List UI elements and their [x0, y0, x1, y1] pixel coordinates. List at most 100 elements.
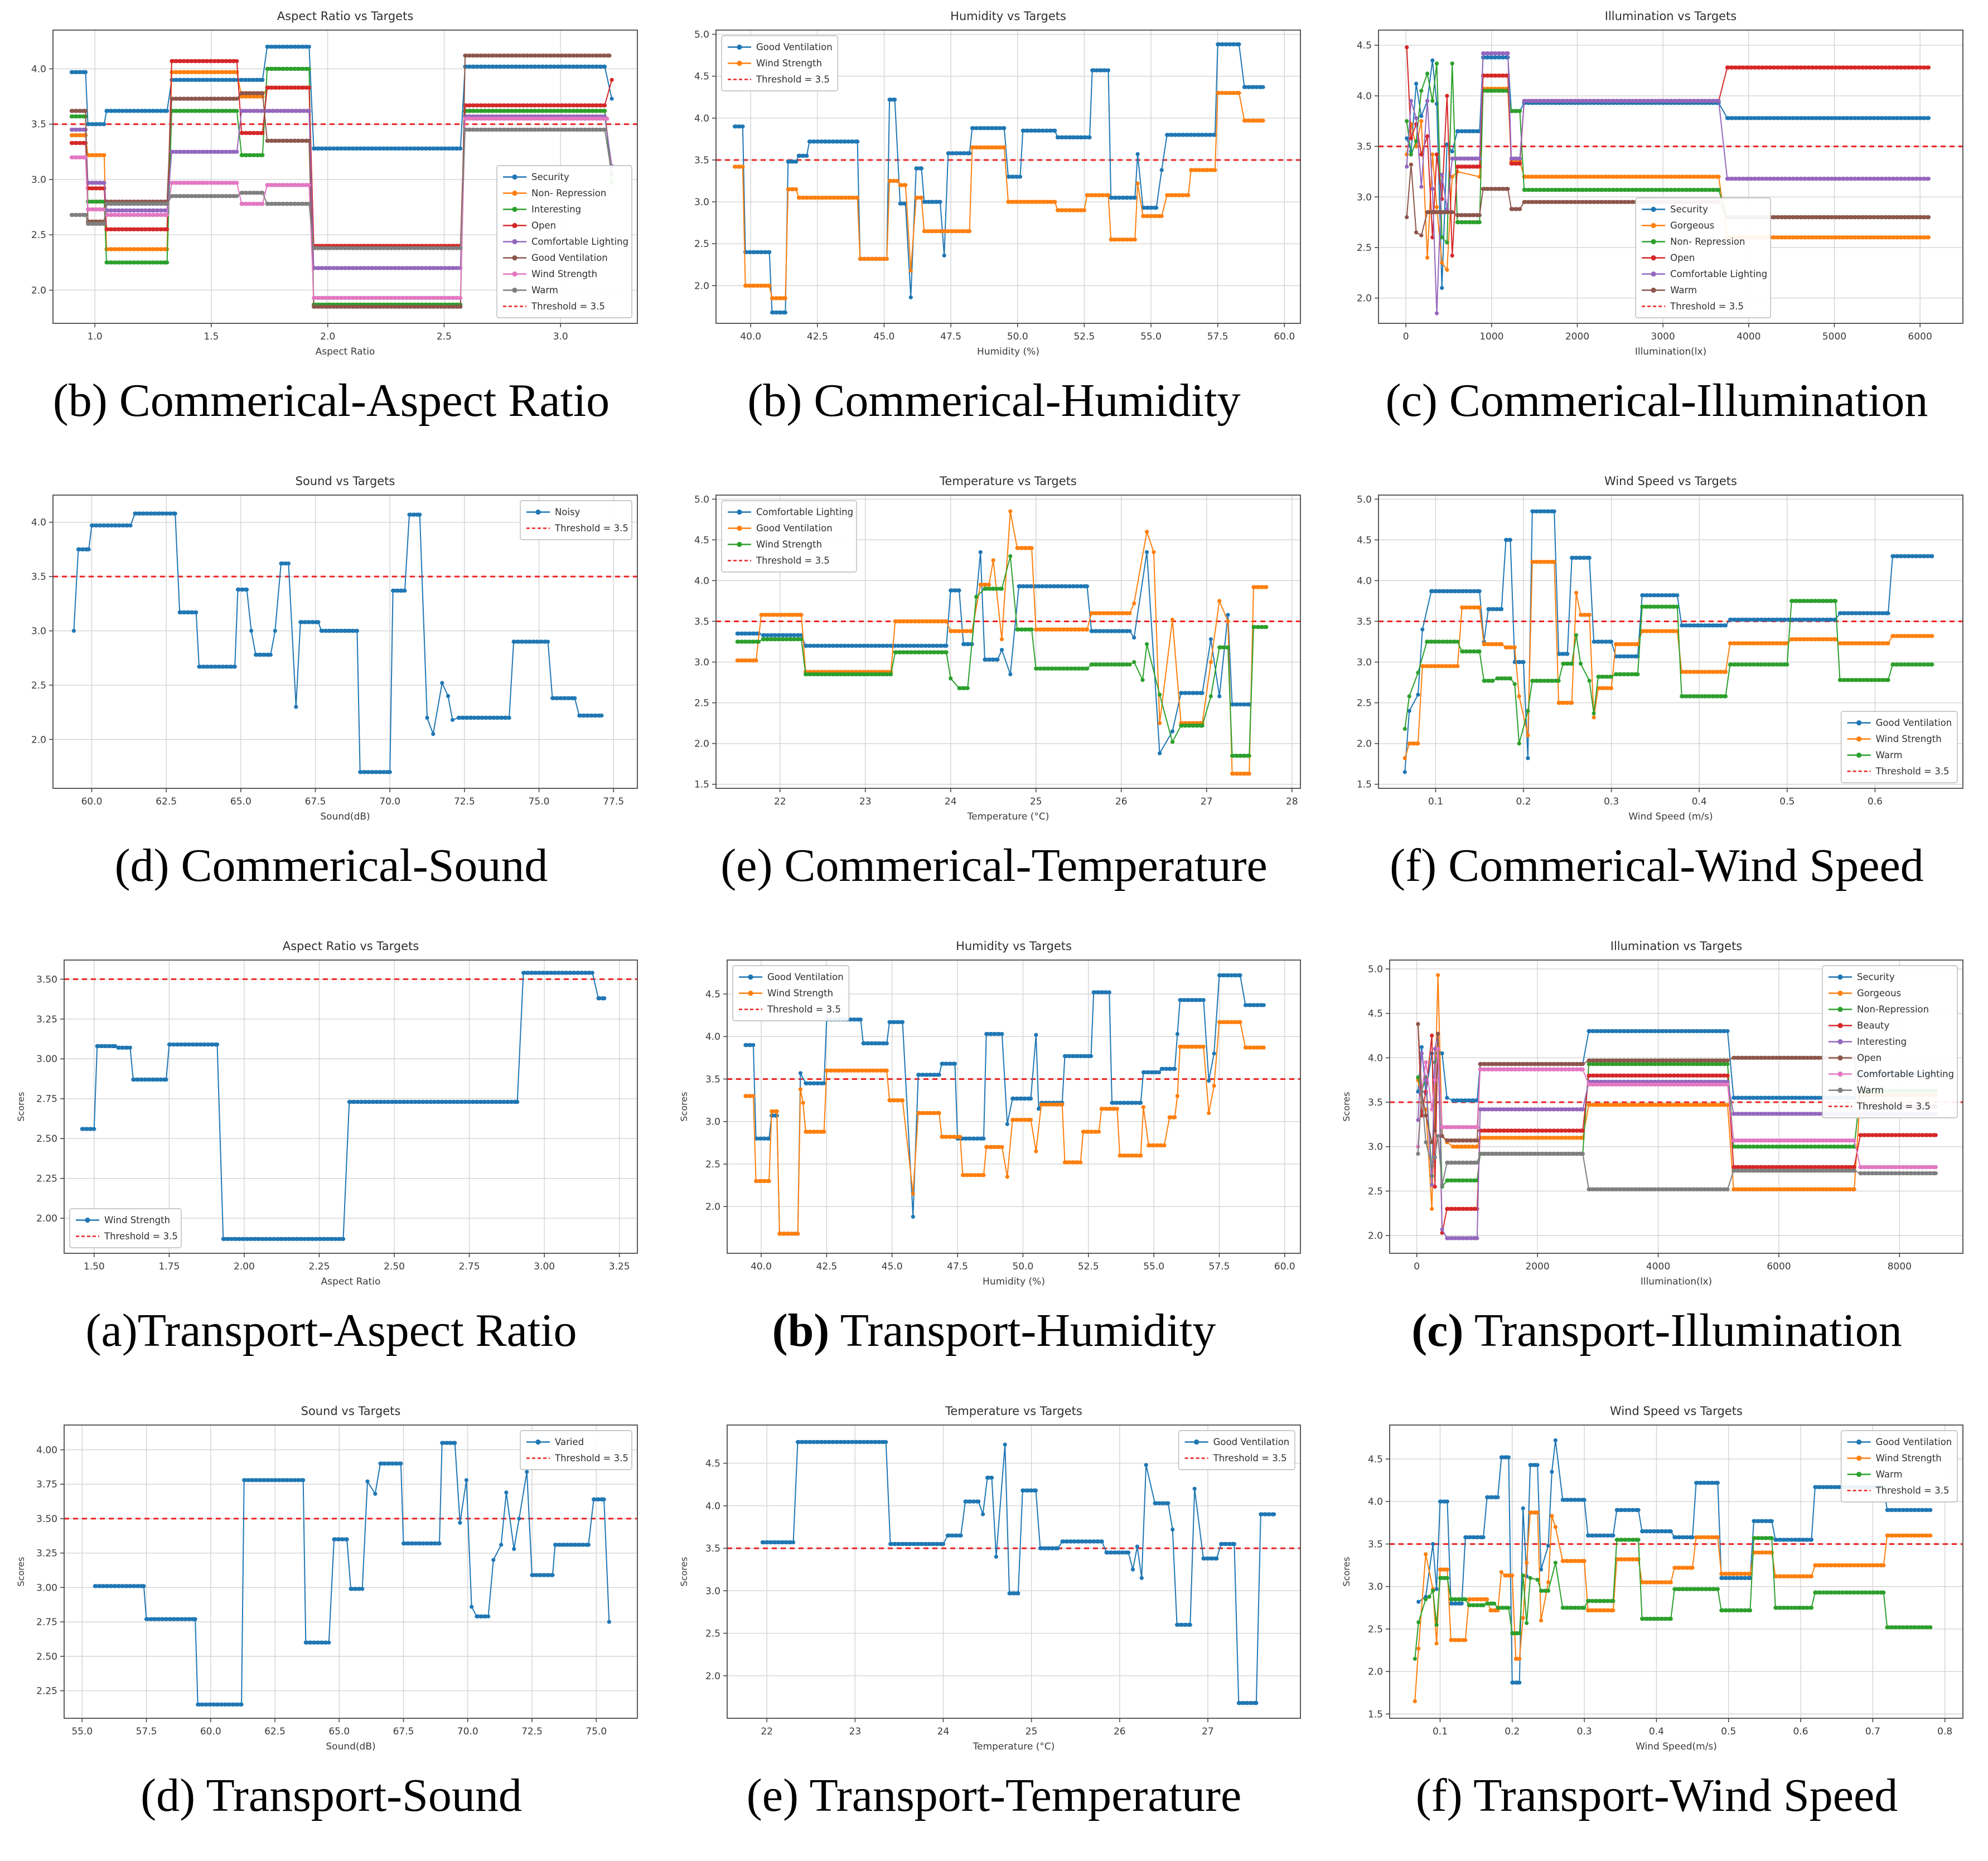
legend-sample-marker: [512, 174, 517, 180]
y-axis-label: Scores: [16, 1557, 26, 1586]
series-markers-wind-strength: [1413, 1510, 1933, 1704]
y-tick-label: 2.5: [31, 230, 46, 241]
plot-border: [715, 495, 1301, 789]
legend-sample-marker: [736, 541, 742, 547]
legend-label: Warm: [1857, 1085, 1884, 1096]
x-tick-label: 55.0: [71, 1726, 93, 1737]
legend-label: Non-Repression: [1857, 1004, 1929, 1015]
y-axis-label: Scores: [16, 1092, 26, 1121]
y-tick-label: 3.0: [1357, 657, 1372, 668]
x-tick-label: 52.5: [1073, 331, 1095, 342]
caption-prefix: (b): [772, 1305, 830, 1356]
y-tick-label: 3.5: [31, 119, 46, 130]
legend-label: Threshold = 3.5: [1875, 766, 1950, 777]
y-tick-label: 3.0: [31, 626, 46, 637]
x-tick-label: 22: [761, 1726, 773, 1737]
y-tick-label: 3.75: [36, 1479, 57, 1490]
legend-sample-marker: [512, 222, 517, 229]
y-tick-label: 3.0: [1368, 1142, 1383, 1153]
legend-box: [69, 1208, 182, 1248]
caption-label: Transport-Temperature: [798, 1770, 1242, 1821]
legend-box: [1822, 965, 1958, 1118]
x-tick-label: 2.50: [384, 1261, 405, 1272]
x-tick-label: 1.75: [158, 1261, 180, 1272]
y-tick-label: 2.5: [705, 1629, 720, 1640]
caption-prefix: (d): [114, 840, 170, 891]
chart-title: Sound vs Targets: [301, 1404, 401, 1418]
legend-sample-marker: [1837, 1039, 1843, 1045]
caption-commercial-humidity: (b) Commerical-Humidity: [747, 371, 1240, 430]
legend-label: Good Ventilation: [1876, 1437, 1952, 1447]
legend-sample-marker: [1856, 1471, 1862, 1477]
legend-label: Comfortable Lighting: [1857, 1069, 1954, 1079]
legend-sample-marker: [85, 1217, 90, 1223]
y-tick-label: 3.50: [36, 974, 57, 985]
x-tick-label: 24: [937, 1726, 949, 1737]
y-tick-label: 2.0: [705, 1201, 720, 1213]
x-tick-label: 62.5: [156, 796, 177, 807]
x-tick-label: 57.5: [1207, 331, 1228, 342]
x-tick-label: 2000: [1525, 1261, 1549, 1272]
legend-sample-marker: [1856, 752, 1862, 758]
chart-title: Illumination vs Targets: [1610, 939, 1743, 953]
legend-label: Warm: [1670, 285, 1697, 295]
legend-sample-marker: [747, 990, 753, 996]
legend-sample-marker: [512, 206, 517, 212]
y-tick-label: 2.0: [1368, 1230, 1383, 1242]
x-tick-label: 2.00: [234, 1261, 255, 1272]
x-tick-label: 0: [1414, 1261, 1420, 1272]
x-tick-label: 57.5: [1208, 1261, 1230, 1272]
y-tick-label: 3.25: [36, 1014, 57, 1025]
series-markers-good-ventilation: [760, 1440, 1276, 1705]
x-tick-label: 67.5: [393, 1726, 414, 1737]
caption-label: Commerical-Illumination: [1437, 375, 1928, 427]
y-tick-label: 3.0: [705, 1586, 720, 1597]
legend-sample-marker: [1837, 1087, 1843, 1093]
legend-sample-marker: [512, 255, 517, 261]
x-axis-label: Wind Speed(m/s): [1636, 1741, 1717, 1752]
caption-label: Transport-Wind Speed: [1462, 1770, 1898, 1821]
x-tick-label: 47.5: [947, 1261, 968, 1272]
legend-box: [720, 35, 838, 91]
x-tick-label: 2.25: [309, 1261, 330, 1272]
x-tick-label: 60.0: [81, 796, 103, 807]
x-tick-label: 40.0: [740, 331, 761, 342]
y-tick-label: 1.5: [1368, 1709, 1383, 1720]
legend-label: Wind Strength: [531, 269, 597, 279]
x-tick-label: 25: [1029, 796, 1042, 807]
y-tick-label: 3.0: [694, 197, 709, 208]
legend-label: Threshold = 3.5: [554, 523, 628, 534]
chart-title: Wind Speed vs Targets: [1610, 1404, 1743, 1418]
x-tick-label: 67.5: [305, 796, 326, 807]
y-tick-label: 2.25: [36, 1174, 57, 1185]
series-markers-good-ventilation: [1416, 1438, 1933, 1685]
caption-prefix: (e): [720, 840, 773, 891]
legend-sample-marker: [512, 271, 517, 277]
y-tick-label: 2.0: [1357, 293, 1372, 304]
legend-box: [720, 500, 857, 573]
series-line-good-ventilation: [745, 975, 1264, 1234]
legend-label: Comfortable Lighting: [531, 236, 628, 247]
legend-label: Warm: [1876, 1469, 1903, 1480]
caption-prefix: (c): [1411, 1305, 1464, 1356]
y-tick-label: 2.5: [1357, 243, 1372, 254]
caption-label: Transport-Illumination: [1463, 1305, 1902, 1356]
y-tick-label: 5.0: [694, 30, 709, 41]
y-tick-label: 4.5: [694, 71, 709, 83]
x-tick-label: 27: [1202, 1726, 1214, 1737]
x-tick-label: 22: [773, 796, 786, 807]
plot-border: [1378, 495, 1963, 789]
y-tick-label: 4.5: [705, 1458, 720, 1470]
x-axis-label: Temperature (°C): [972, 1741, 1055, 1752]
y-tick-label: 4.5: [1357, 535, 1372, 546]
caption-transport-aspect-ratio: (a)Transport-Aspect Ratio: [85, 1301, 577, 1360]
legend-box: [496, 165, 632, 318]
legend-label: Beauty: [1857, 1020, 1890, 1031]
